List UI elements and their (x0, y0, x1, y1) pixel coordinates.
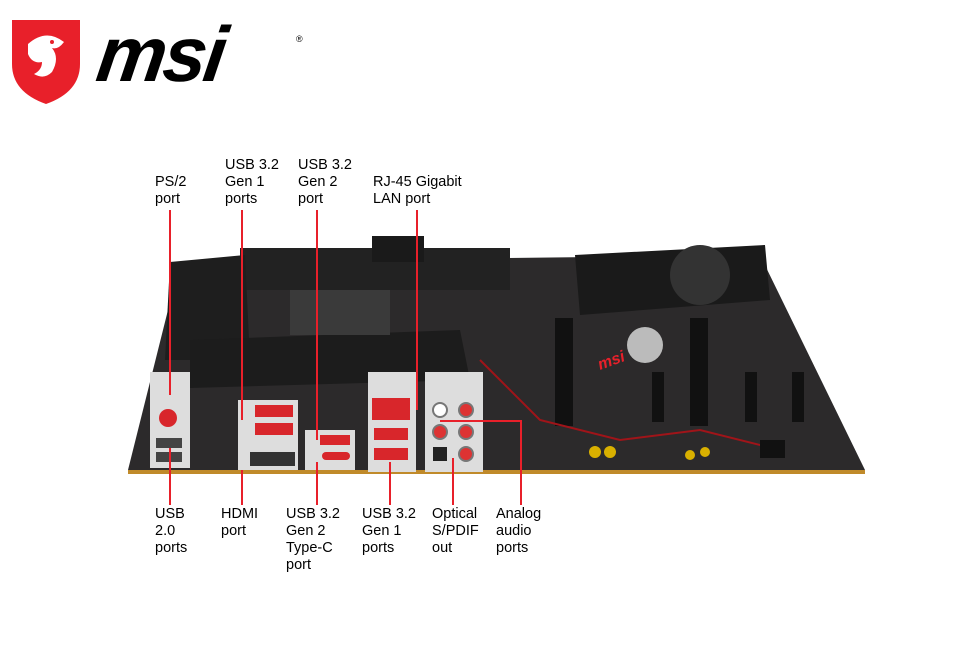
optical-port (433, 447, 447, 461)
ps2-port (159, 409, 177, 427)
rj45-port (372, 398, 410, 420)
vrm-heatsink-left (165, 255, 250, 360)
cmos-battery (627, 327, 663, 363)
leader-usb32-gen1-bottom (389, 462, 391, 505)
leader-analog-horizontal (440, 420, 522, 422)
label-analog-audio: Analog audio ports (496, 506, 542, 556)
registered-mark: ® (296, 34, 303, 44)
leader-ps2 (169, 210, 171, 395)
label-usb32-gen2-typec: USB 3.2 Gen 2 Type-C port (286, 506, 340, 573)
label-ps2: PS/2 port (155, 174, 187, 207)
leader-usb32-gen2 (316, 210, 318, 440)
label-optical: Optical S/PDIF out (432, 506, 479, 556)
leader-optical (452, 458, 454, 505)
leader-usb20 (169, 448, 171, 505)
leader-analog (520, 420, 522, 505)
leader-hdmi (241, 470, 243, 505)
hdmi-port (250, 452, 295, 466)
msi-dragon-shield-logo (8, 14, 84, 111)
label-rj45: RJ-45 Gigabit LAN port (373, 174, 462, 207)
cpu-socket (290, 290, 390, 335)
label-usb20: USB 2.0 ports (155, 506, 188, 556)
leader-usb32-gen1-top (241, 210, 243, 420)
label-hdmi: HDMI port (221, 506, 259, 539)
leader-typec (316, 462, 318, 505)
typec-port (322, 452, 350, 460)
atx-power (372, 236, 424, 262)
pcie-slot-2 (690, 318, 708, 426)
pcie-slot-1 (555, 318, 573, 426)
label-usb32-gen1-top: USB 3.2 Gen 1 ports (225, 157, 279, 207)
leader-rj45 (416, 210, 418, 410)
label-usb32-gen1-bottom: USB 3.2 Gen 1 ports (362, 506, 416, 556)
label-usb32-gen2: USB 3.2 Gen 2 port (298, 157, 352, 207)
